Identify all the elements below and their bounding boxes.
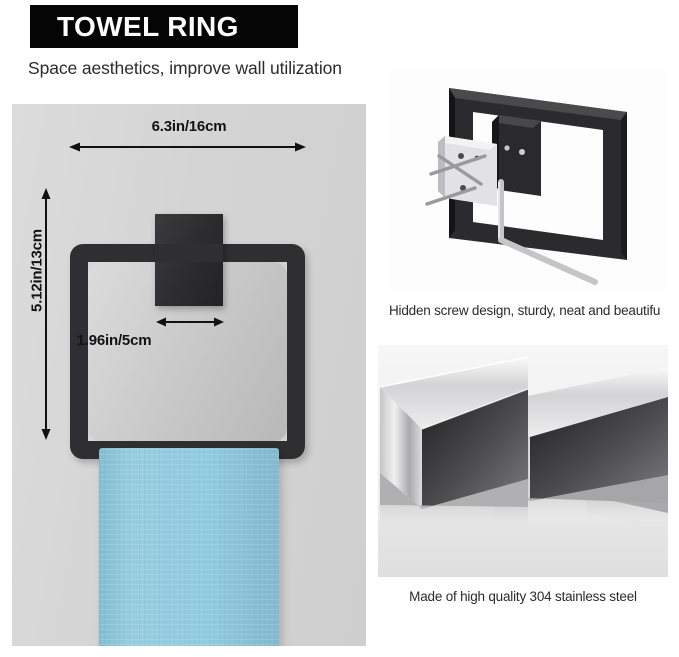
subtitle-text: Space aesthetics, improve wall utilizati… <box>28 58 342 78</box>
towel-weave-texture <box>99 448 279 646</box>
dimension-width-arrow <box>69 142 306 152</box>
dimension-height-arrow <box>41 188 51 440</box>
stainless-steel-tubes-photo <box>378 345 668 577</box>
title-banner: TOWEL RING <box>30 5 298 48</box>
hidden-screw-illustration <box>389 70 667 292</box>
caption-stainless-steel: Made of high quality 304 stainless steel <box>409 589 637 604</box>
towel-ring-graphic: 1.96in/5cm <box>57 180 319 480</box>
dimension-plate-width-arrow <box>156 317 224 327</box>
hidden-screw-mount-photo <box>389 70 667 292</box>
steel-tubes-illustration <box>378 345 668 577</box>
dimension-plate-width-label: 1.96in/5cm <box>76 332 152 349</box>
dimension-width-label: 6.3in/16cm <box>151 118 227 135</box>
product-diagram-panel: 6.3in/16cm 5.12in/13cm 1.96in/5cm <box>12 104 366 646</box>
caption-hidden-screw: Hidden screw design, sturdy, neat and be… <box>389 303 661 318</box>
mounting-plate-bar-overlap <box>155 244 223 262</box>
dimension-height-label: 5.12in/13cm <box>28 229 46 312</box>
hanging-towel <box>99 448 279 646</box>
page-title: TOWEL RING <box>57 10 239 42</box>
